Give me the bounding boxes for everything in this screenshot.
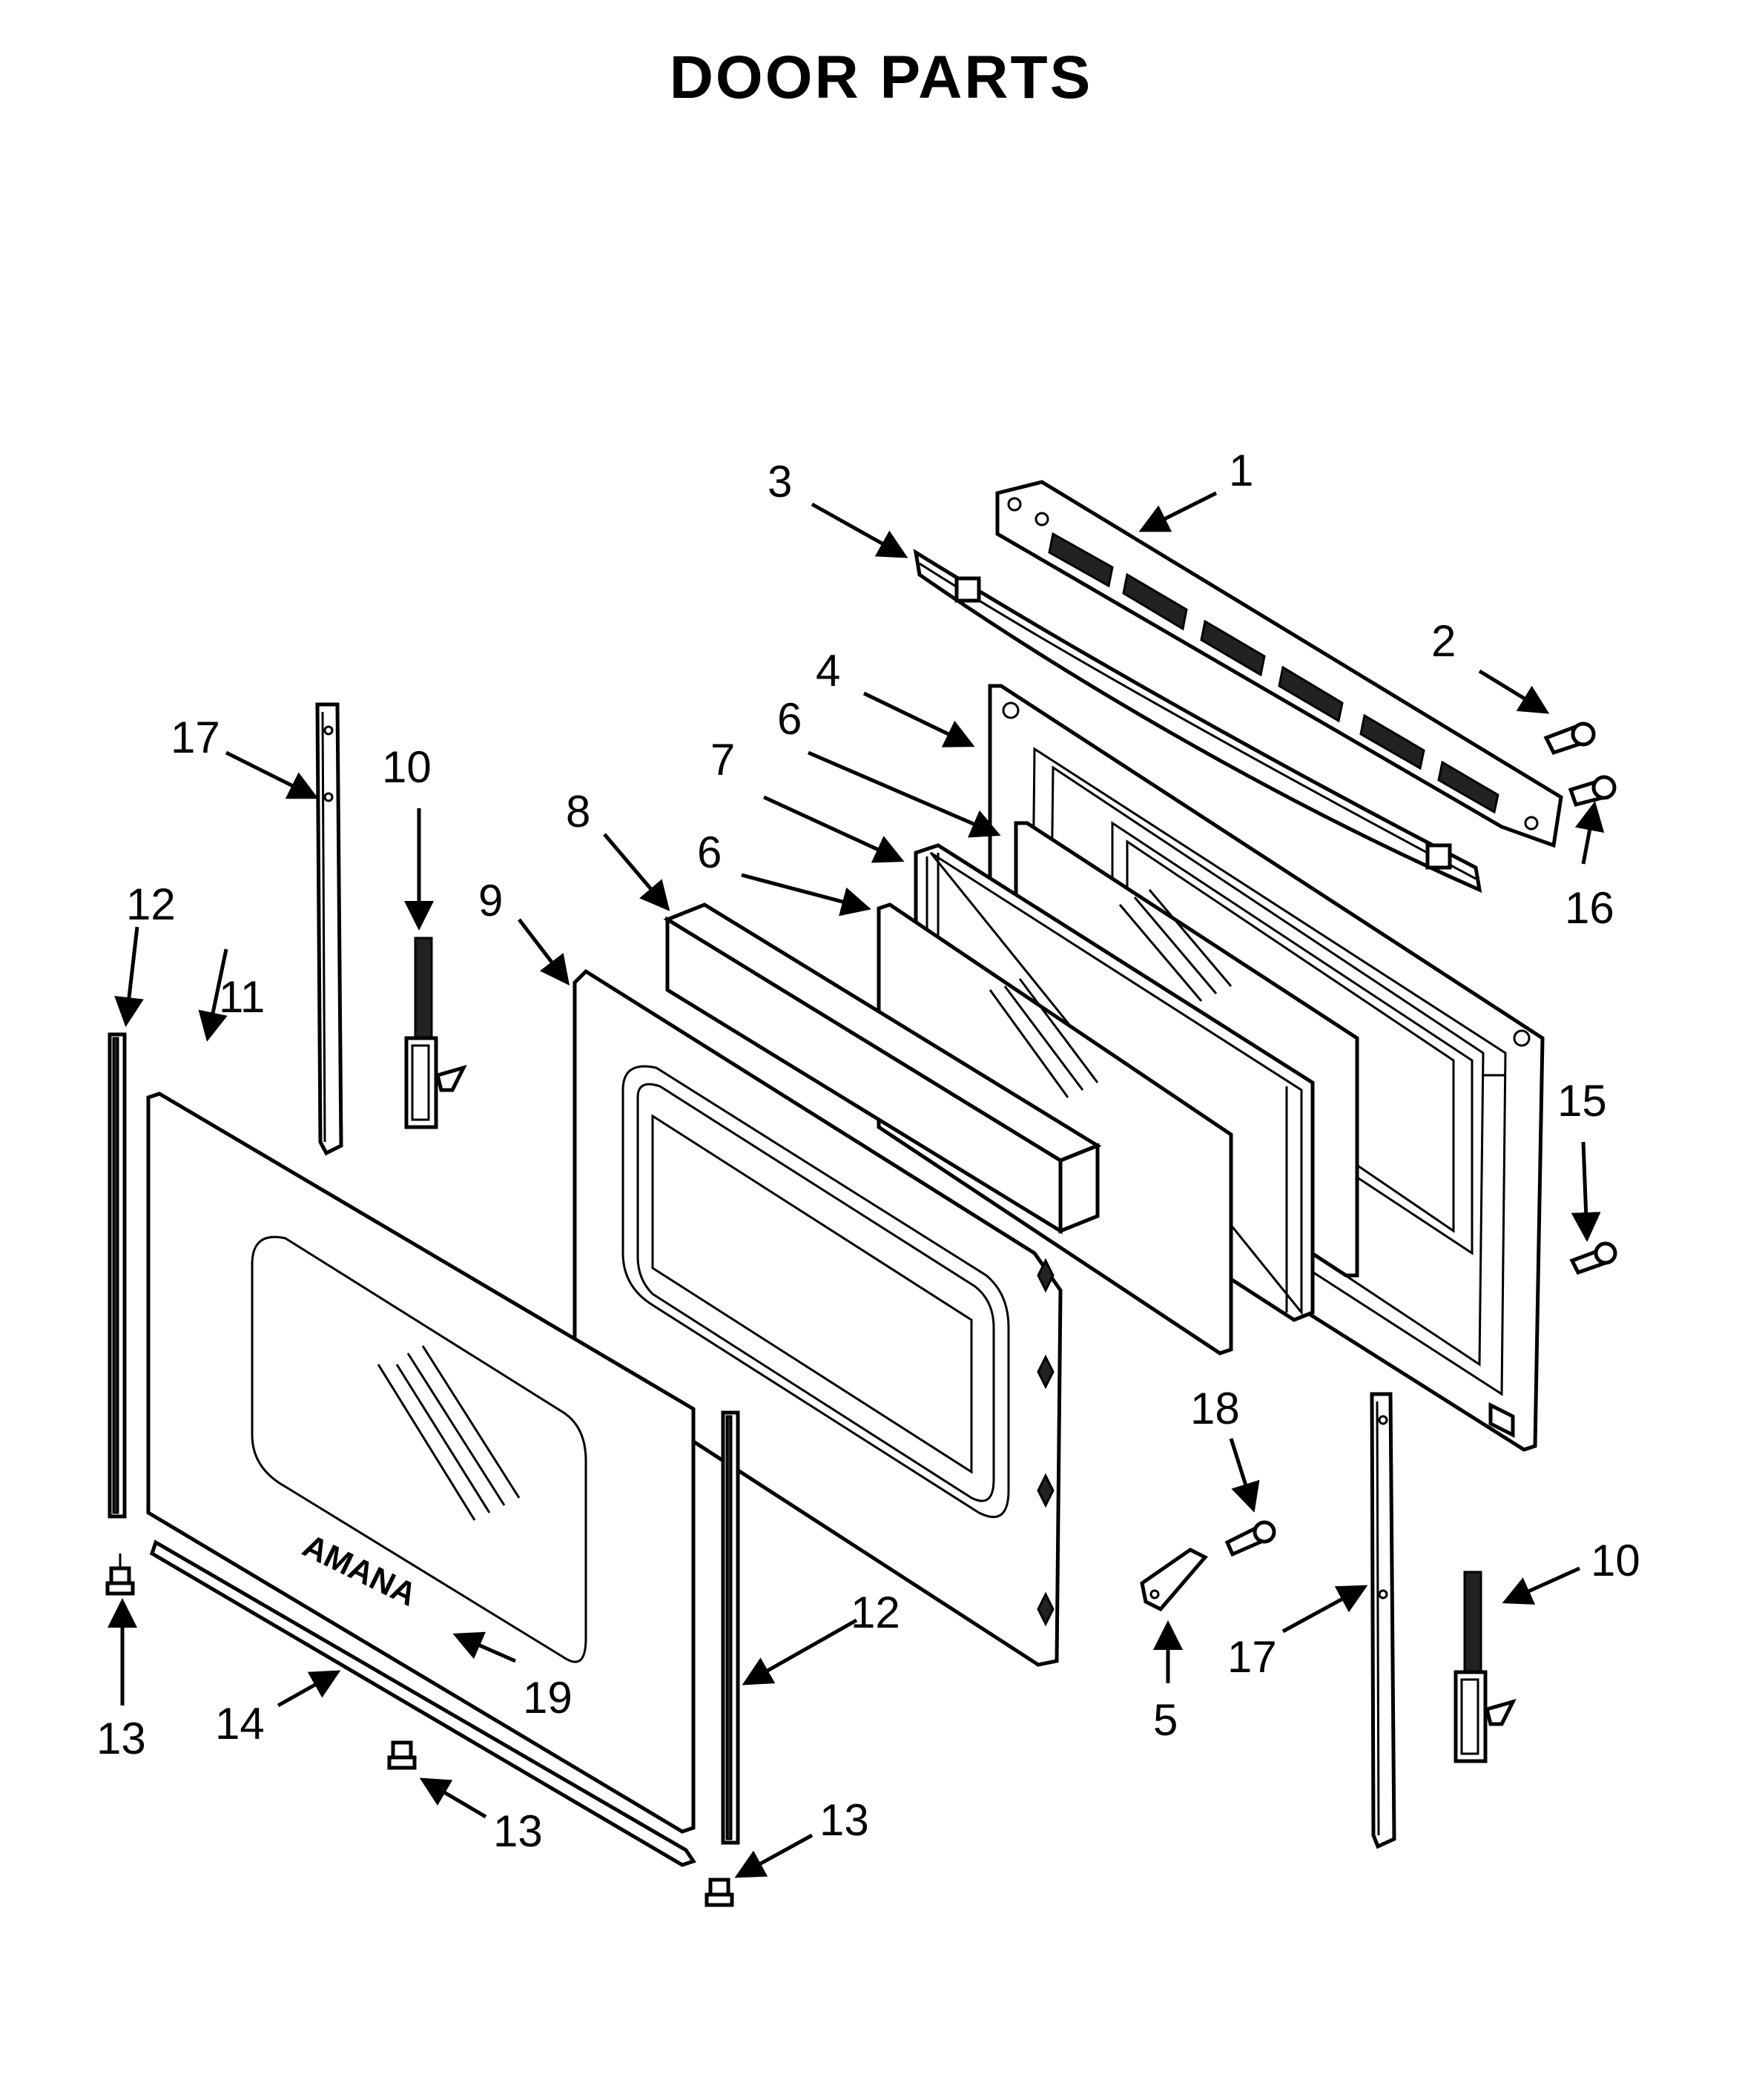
callout-3: 3 <box>768 457 792 506</box>
callout-6b: 6 <box>697 828 722 877</box>
callout-labels: 1 2 3 4 5 6 6 7 8 9 10 10 11 12 12 13 13… <box>96 446 1640 1856</box>
part-side-trim-left <box>108 1032 127 1519</box>
callout-13a: 13 <box>96 1714 146 1763</box>
part-screw-13-left <box>105 1553 135 1596</box>
part-hinge-receiver-left <box>315 702 343 1156</box>
part-screw-13-mid <box>387 1740 417 1770</box>
callout-10b: 10 <box>1591 1536 1640 1585</box>
callout-17b: 17 <box>1227 1632 1277 1682</box>
callout-4: 4 <box>816 646 840 696</box>
callout-11: 11 <box>219 972 265 1022</box>
callout-12a: 12 <box>126 879 176 929</box>
callout-9: 9 <box>478 876 503 925</box>
part-hinge-bracket <box>1140 1548 1208 1612</box>
part-screw-13-right <box>705 1878 734 1907</box>
part-hinge-left <box>404 937 467 1129</box>
part-outer-door: AMANA <box>146 1092 696 1834</box>
callout-16: 16 <box>1565 883 1614 933</box>
callout-17a: 17 <box>171 713 220 762</box>
callout-7: 7 <box>710 735 735 785</box>
callout-1: 1 <box>1229 446 1253 495</box>
callout-12b: 12 <box>851 1588 900 1637</box>
callout-2: 2 <box>1431 616 1456 666</box>
part-door-handle <box>913 548 1482 894</box>
part-screws-top-right <box>1543 722 1617 807</box>
part-side-trim-right <box>721 1410 740 1845</box>
part-insulation <box>663 902 1102 1235</box>
callout-14: 14 <box>215 1699 265 1749</box>
callout-5: 5 <box>1153 1695 1178 1745</box>
callout-19: 19 <box>523 1673 573 1723</box>
callout-18: 18 <box>1190 1384 1240 1433</box>
callout-15: 15 <box>1557 1076 1607 1126</box>
callout-10a: 10 <box>382 742 432 792</box>
part-bottom-trim <box>149 1539 696 1867</box>
part-door-liner <box>573 968 1063 1667</box>
callout-6a: 6 <box>777 694 802 744</box>
part-hinge-right <box>1454 1571 1517 1763</box>
callout-leaders <box>108 491 1605 1878</box>
part-screw-18 <box>1224 1520 1276 1557</box>
page-title: DOOR PARTS <box>669 44 1093 111</box>
callout-13b: 13 <box>493 1806 543 1856</box>
part-hinge-receiver-right <box>1370 1392 1396 1849</box>
callout-13c: 13 <box>819 1795 869 1845</box>
callout-8: 8 <box>566 787 590 836</box>
part-vent-trim <box>995 480 1563 848</box>
part-screw-15 <box>1569 1241 1617 1275</box>
